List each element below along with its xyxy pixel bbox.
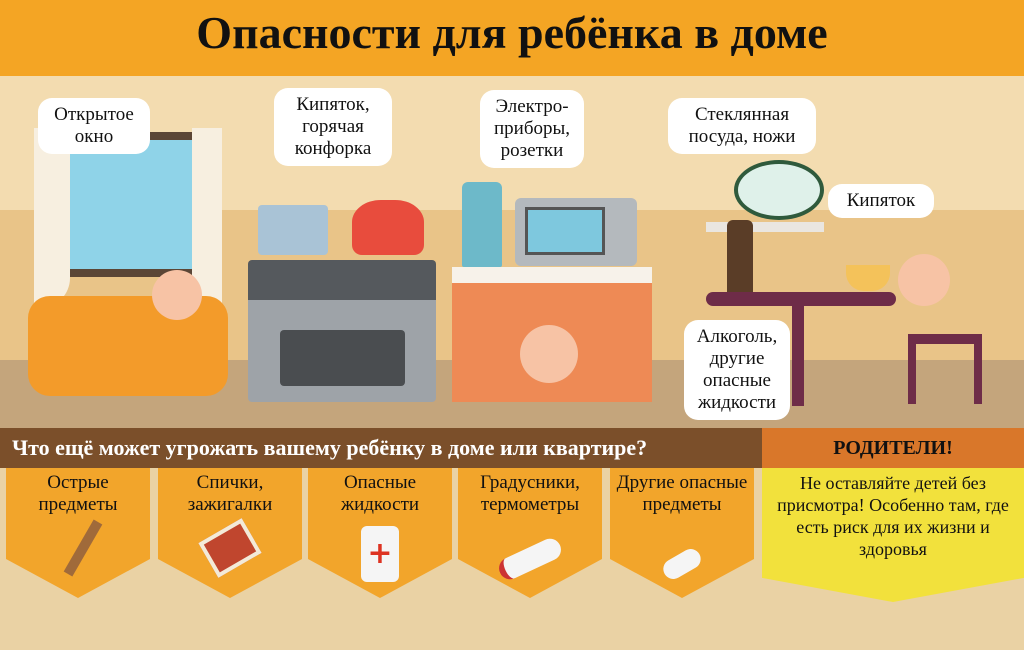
curtain-left: [34, 128, 70, 308]
microwave-window: [525, 207, 605, 255]
baby-icon: [898, 254, 950, 306]
label-open-window: Открытое окно: [38, 98, 150, 154]
oven-door: [280, 330, 405, 386]
parents-heading: РОДИТЕЛИ!: [762, 428, 1024, 468]
kettle-icon: [352, 200, 424, 255]
label-electrical-appliances: Электро-приборы, розетки: [480, 90, 584, 168]
question-banner: Что ещё может угрожать вашему ребёнку в …: [0, 428, 762, 468]
label-glassware-knives: Стеклянная посуда, ножи: [668, 98, 816, 154]
table-icon: [706, 292, 896, 306]
label-boiling-water: Кипяток: [828, 184, 934, 218]
tile-sharp-objects: Острые предметы: [6, 468, 150, 598]
sofa-icon: [28, 296, 228, 396]
light-bulb-icon: [659, 545, 705, 583]
tile-label: Опасные жидкости: [340, 472, 420, 515]
hammer-icon: [63, 519, 103, 577]
pot-icon: [258, 205, 328, 255]
tile-label: Другие опасные предметы: [616, 472, 748, 515]
cup-icon: [846, 265, 890, 291]
tile-matches: Спички, зажигалки: [158, 468, 302, 598]
stool-icon: [908, 334, 982, 404]
blender-icon: [462, 182, 502, 267]
medicine-bottle-icon: +: [361, 526, 399, 582]
title-band: [0, 0, 1024, 76]
tile-dangerous-liquids: Опасные жидкости +: [308, 468, 452, 598]
tile-label: Острые предметы: [38, 472, 118, 515]
curtain-right: [192, 128, 222, 308]
bottle-icon: [727, 220, 753, 296]
tile-thermometers: Градусники, термометры: [458, 468, 602, 598]
thermometer-icon: [495, 535, 565, 583]
label-alcohol-liquids: Алкоголь, другие опасные жидкости: [684, 320, 790, 420]
plates-icon: [734, 160, 824, 220]
matches-icon: [198, 518, 262, 578]
baby-icon: [152, 270, 202, 320]
tile-other-objects: Другие опасные предметы: [610, 468, 754, 598]
shelf: [706, 222, 824, 232]
table-leg: [792, 306, 804, 406]
tile-label: Градусники, термометры: [480, 472, 580, 515]
page-title: Опасности для ребёнка в доме: [196, 7, 828, 58]
tile-label: Спички, зажигалки: [187, 472, 273, 515]
label-boiling-water-stove: Кипяток, горячая конфорка: [274, 88, 392, 166]
baby-icon: [520, 325, 578, 383]
parents-warning: Не оставляйте детей без присмотра! Особе…: [762, 468, 1024, 602]
